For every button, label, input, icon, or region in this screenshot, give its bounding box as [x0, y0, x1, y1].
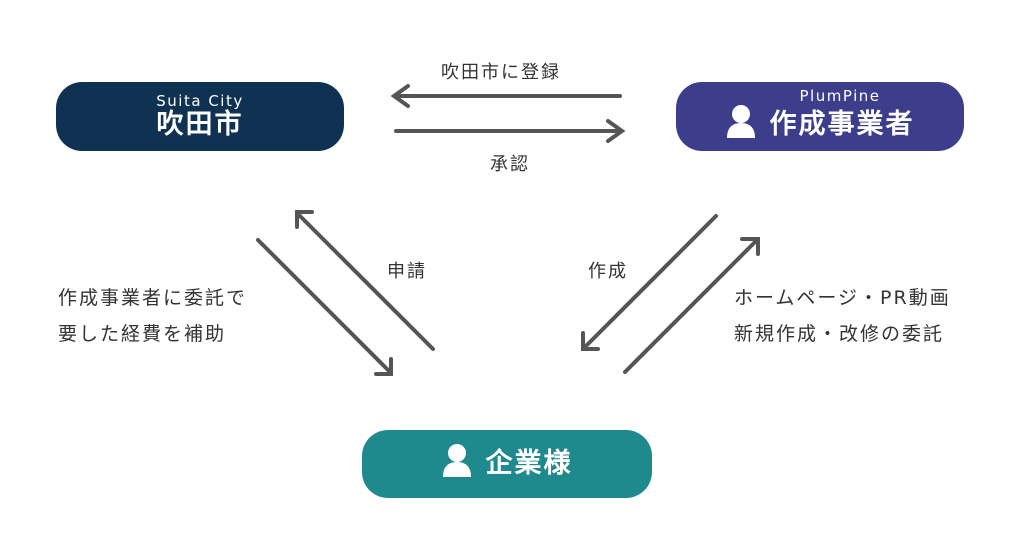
node-corp-main: 企業様	[485, 448, 573, 479]
arrow-approve-head	[606, 119, 626, 143]
node-company: 企業様	[362, 430, 652, 498]
desc-left: 作成事業者に委託で 要した経費を補助	[58, 280, 247, 352]
node-suita-main: 吹田市	[156, 108, 244, 140]
arrow-commission	[623, 238, 759, 374]
label-register: 吹田市に登録	[441, 62, 561, 83]
node-plumpine: PlumPine 作成事業者	[676, 82, 964, 151]
desc-right-line-1: ホームページ・PR動画	[734, 287, 951, 309]
desc-left-line-1: 作成事業者に委託で	[58, 287, 248, 309]
arrow-create-head	[581, 331, 600, 351]
arrow-subsidy	[256, 238, 392, 374]
node-suita-city: Suita City 吹田市	[56, 82, 344, 151]
node-plum-sub: PlumPine	[799, 86, 881, 105]
node-plum-main: 作成事業者	[769, 108, 915, 140]
arrow-subsidy-head	[374, 357, 393, 376]
arrow-register-head	[390, 84, 410, 108]
person-icon	[726, 104, 756, 146]
label-approve: 承認	[490, 154, 530, 175]
node-suita-sub: Suita City	[156, 91, 244, 110]
label-apply: 申請	[387, 261, 427, 282]
arrow-apply	[296, 212, 435, 351]
label-create: 作成	[588, 261, 628, 282]
arrow-commission-head	[740, 237, 760, 256]
arrow-apply-head	[295, 210, 314, 229]
arrow-create	[582, 214, 718, 350]
desc-left-line-2: 要した経費を補助	[58, 323, 227, 345]
person-icon	[442, 443, 472, 485]
desc-right-line-2: 新規作成・改修の委託	[734, 323, 945, 345]
desc-right: ホームページ・PR動画 新規作成・改修の委託	[734, 280, 951, 352]
